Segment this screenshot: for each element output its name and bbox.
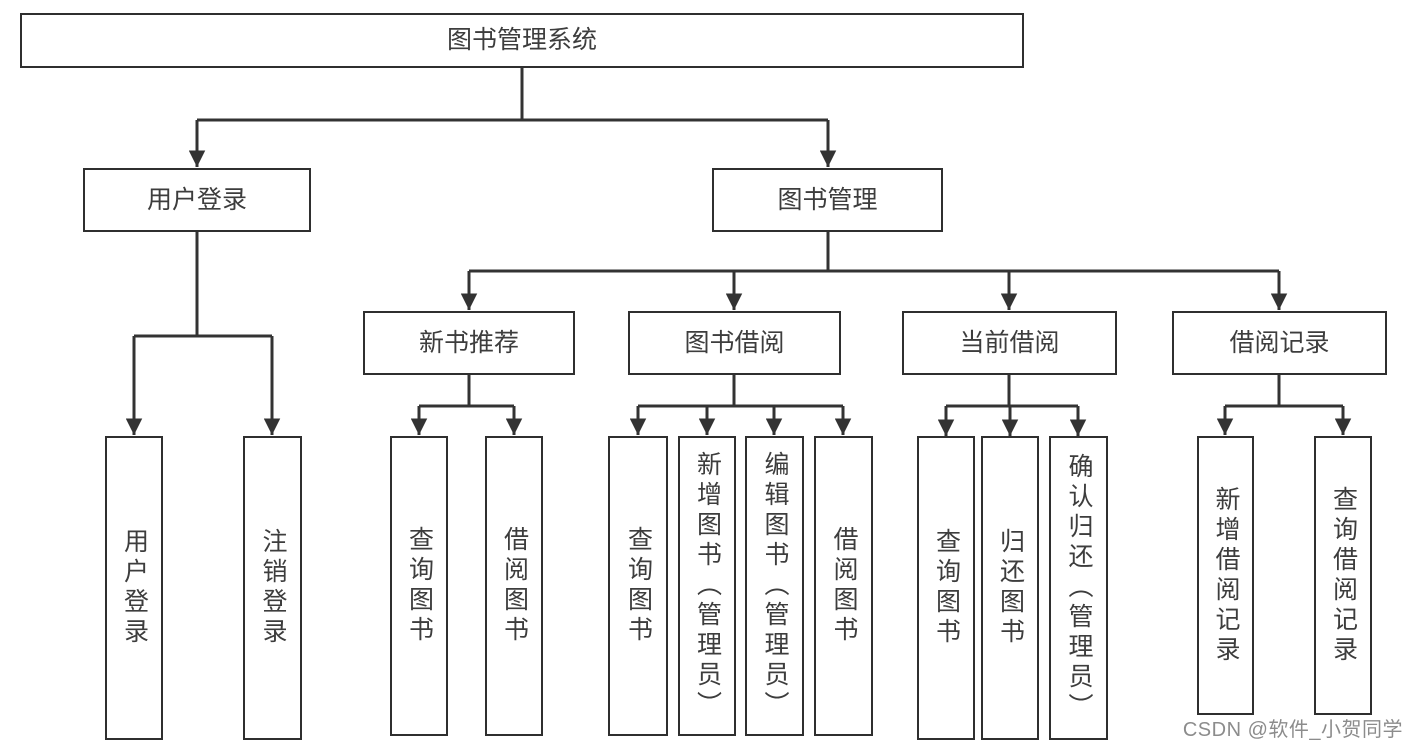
leaf-records-query-record-label: 查询借阅记录 [1329, 485, 1358, 666]
leaf-borrow-borrow-books-label: 借阅图书 [830, 526, 858, 646]
connector-login-rail [134, 232, 272, 338]
leaf-records-add-record: 新增借阅记录 [1197, 436, 1254, 715]
leaf-current-confirm-return-admin: 确认归还（管理员） [1049, 436, 1108, 740]
node-book-borrow-label: 图书借阅 [684, 328, 785, 357]
leaf-user-login: 用户登录 [105, 436, 163, 740]
leaf-borrow-edit-books-admin: 编辑图书（管理员） [745, 436, 804, 736]
leaf-recommend-query-books-label: 查询图书 [405, 526, 434, 646]
node-book-borrow: 图书借阅 [628, 311, 841, 375]
node-borrow-records: 借阅记录 [1172, 311, 1387, 375]
node-root-label: 图书管理系统 [446, 26, 597, 54]
node-root: 图书管理系统 [20, 13, 1024, 68]
connector-records-rail [1225, 375, 1343, 408]
node-current-borrow: 当前借阅 [902, 311, 1117, 375]
node-user-login: 用户登录 [83, 168, 311, 232]
connector-borrow-rail [638, 375, 843, 408]
connector-root-rail [197, 68, 828, 122]
connector-mgmt-rail [469, 232, 1279, 273]
leaf-records-add-record-label: 新增借阅记录 [1212, 485, 1240, 666]
connector-current-rail [946, 375, 1078, 408]
node-new-book-recommend: 新书推荐 [363, 311, 575, 375]
leaf-current-return-books: 归还图书 [981, 436, 1039, 740]
leaf-current-query-books: 查询图书 [917, 436, 975, 740]
leaf-borrow-query-books-label: 查询图书 [624, 526, 653, 646]
leaf-borrow-edit-books-admin-label: 编辑图书（管理员） [761, 451, 789, 721]
node-book-management-label: 图书管理 [777, 185, 878, 214]
leaf-records-query-record: 查询借阅记录 [1314, 436, 1372, 715]
leaf-recommend-borrow-books-label: 借阅图书 [500, 526, 529, 646]
leaf-borrow-borrow-books: 借阅图书 [814, 436, 873, 736]
leaf-logout: 注销登录 [243, 436, 302, 740]
leaf-borrow-query-books: 查询图书 [608, 436, 668, 736]
leaf-borrow-add-books-admin-label: 新增图书（管理员） [693, 451, 722, 721]
leaf-recommend-query-books: 查询图书 [390, 436, 448, 736]
leaf-current-confirm-return-admin-label: 确认归还（管理员） [1065, 453, 1093, 723]
node-book-management: 图书管理 [712, 168, 943, 232]
connector-recommend-rail [419, 375, 514, 408]
leaf-borrow-add-books-admin: 新增图书（管理员） [678, 436, 736, 736]
leaf-user-login-label: 用户登录 [120, 528, 149, 648]
node-user-login-label: 用户登录 [146, 185, 247, 214]
leaf-current-return-books-label: 归还图书 [996, 528, 1025, 648]
leaf-current-query-books-label: 查询图书 [932, 528, 961, 648]
node-borrow-records-label: 借阅记录 [1229, 328, 1330, 357]
watermark: CSDN @软件_小贺同学 [1182, 719, 1403, 741]
node-current-borrow-label: 当前借阅 [959, 328, 1060, 357]
leaf-logout-label: 注销登录 [259, 528, 287, 648]
leaf-recommend-borrow-books: 借阅图书 [485, 436, 543, 736]
node-new-book-recommend-label: 新书推荐 [418, 328, 519, 357]
